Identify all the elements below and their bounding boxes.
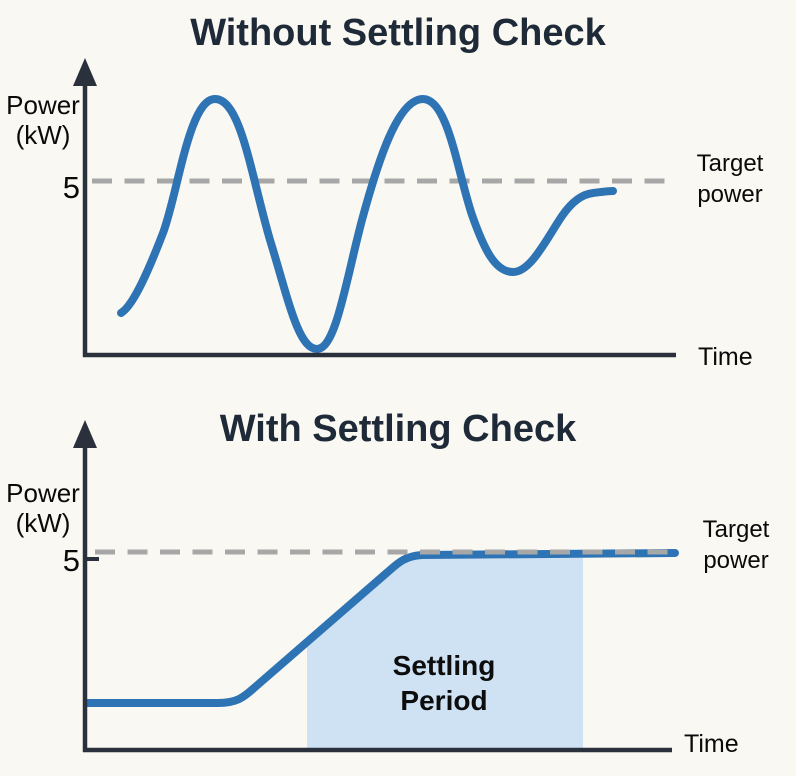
top-power-curve: [117, 95, 617, 353]
chart-with-settling-check: With Settling Check Power (kW) 5 Settlin…: [0, 390, 796, 776]
bottom-y-axis-arrowhead-icon: [73, 420, 97, 448]
bottom-power-curve: [83, 549, 679, 707]
bottom-chart-title: With Settling Check: [219, 408, 577, 450]
top-chart-canvas: [73, 58, 676, 358]
top-y-tick-label: 5: [62, 170, 80, 205]
chart-without-settling-check: Without Settling Check Power (kW) 5 Targ…: [6, 12, 764, 371]
top-chart-title: Without Settling Check: [190, 12, 606, 54]
bottom-time-label: Time: [684, 730, 739, 758]
settling-region-fill: [307, 556, 583, 748]
top-y-axis-label: Power (kW): [6, 90, 80, 150]
bottom-y-tick-label: 5: [62, 543, 80, 578]
bottom-target-power-label: Target power: [702, 516, 770, 574]
top-target-power-label: Target power: [696, 150, 764, 208]
bottom-y-axis-label: Power (kW): [6, 478, 80, 538]
bottom-chart-canvas: [73, 420, 679, 753]
settling-period-label: Settling Period: [392, 650, 496, 716]
top-y-axis-arrowhead-icon: [73, 58, 97, 86]
top-time-label: Time: [698, 343, 753, 371]
